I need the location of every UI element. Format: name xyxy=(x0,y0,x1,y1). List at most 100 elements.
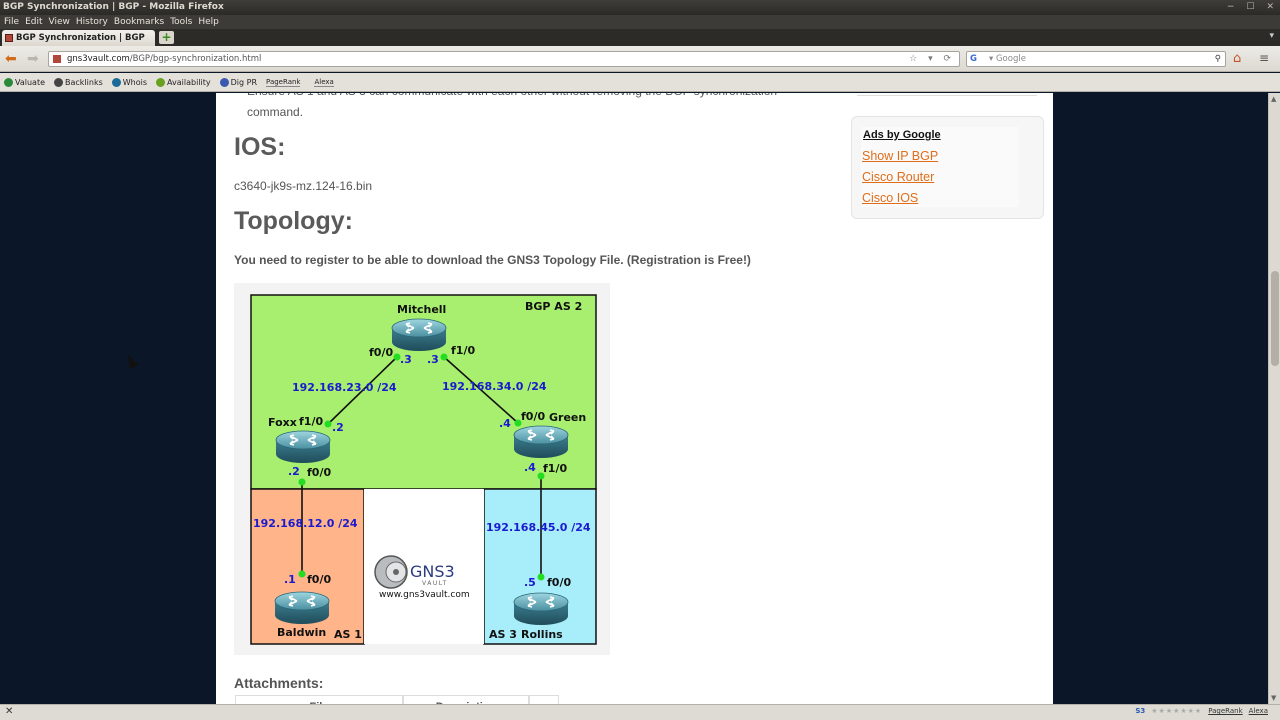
bookmark-backlinks[interactable]: Backlinks xyxy=(54,77,103,87)
window-controls: − ☐ ✕ xyxy=(1227,0,1274,15)
bookmark-pagerank[interactable]: PageRank xyxy=(266,77,301,87)
status-alexa[interactable]: Alexa xyxy=(1248,707,1268,715)
tab-active[interactable]: BGP Synchronization | BGP xyxy=(2,30,155,46)
ip-mitchell-right: .3 xyxy=(427,353,439,366)
tab-title: BGP Synchronization | BGP xyxy=(16,33,145,43)
if-foxx-top: f1/0 xyxy=(299,415,323,428)
if-rollins-top: f0/0 xyxy=(547,576,571,589)
gns3-vault-logo: GNS3 VAULT www.gns3vault.com xyxy=(374,555,470,600)
menu-history[interactable]: History xyxy=(75,17,108,27)
router-green-icon xyxy=(513,425,569,459)
register-note: You need to register to be able to downl… xyxy=(234,253,751,267)
backlinks-icon xyxy=(54,77,64,87)
ip-foxx-bottom: .2 xyxy=(288,465,300,478)
ip-green-top: .4 xyxy=(499,417,511,430)
bookmark-valuate[interactable]: Valuate xyxy=(4,77,45,87)
status-close-icon[interactable]: ✕ xyxy=(5,706,14,717)
bookmark-whois[interactable]: Whois xyxy=(111,77,148,87)
url-controls-icon[interactable]: ☆ ▾ ⟳ xyxy=(909,54,955,64)
bookmark-digpr[interactable]: Dig PR xyxy=(219,77,258,87)
minimize-icon[interactable]: − xyxy=(1226,2,1235,12)
network-23: 192.168.23.0 /24 xyxy=(292,381,397,394)
rating-stars: ★★★★★★★ xyxy=(1151,707,1203,715)
if-baldwin-top: f0/0 xyxy=(307,573,331,586)
ip-rollins-top: .5 xyxy=(524,576,536,589)
maximize-icon[interactable]: ☐ xyxy=(1246,2,1255,12)
ios-heading: IOS: xyxy=(234,133,286,161)
page-scrollbar[interactable]: ▲ ▼ xyxy=(1268,93,1280,704)
tab-bar: BGP Synchronization | BGP + ▾ xyxy=(0,29,1280,46)
mouse-cursor-icon xyxy=(123,352,139,370)
scroll-down-icon[interactable]: ▼ xyxy=(1271,694,1277,702)
scroll-up-icon[interactable]: ▲ xyxy=(1271,95,1277,103)
ad-link-cisco-router[interactable]: Cisco Router xyxy=(862,170,935,184)
menu-view[interactable]: View xyxy=(48,17,70,27)
if-green-bottom: f1/0 xyxy=(543,462,567,475)
search-engine-icon[interactable]: G xyxy=(970,54,977,64)
close-icon[interactable]: ✕ xyxy=(1266,2,1274,12)
logo-text: GNS3 xyxy=(410,562,455,581)
forward-button[interactable]: ➡ xyxy=(27,51,39,67)
menu-file[interactable]: File xyxy=(4,17,20,27)
topology-heading: Topology: xyxy=(234,207,353,235)
router-mitchell-label: Mitchell xyxy=(397,303,446,316)
ip-mitchell-left: .3 xyxy=(400,353,412,366)
if-foxx-bottom: f0/0 xyxy=(307,466,331,479)
router-baldwin-label: Baldwin xyxy=(277,626,326,639)
home-icon[interactable]: ⌂ xyxy=(1233,51,1242,66)
menu-tools[interactable]: Tools xyxy=(170,17,193,27)
menu-bookmarks[interactable]: Bookmarks xyxy=(113,17,165,27)
sidebar-divider xyxy=(857,93,1037,96)
list-all-tabs-icon[interactable]: ▾ xyxy=(1269,31,1274,41)
router-rollins-icon xyxy=(513,592,569,626)
if-mitchell-right: f1/0 xyxy=(451,344,475,357)
valuate-icon xyxy=(4,77,13,87)
availability-icon xyxy=(156,77,166,87)
bookmark-label: Whois xyxy=(122,77,148,87)
network-12: 192.168.12.0 /24 xyxy=(253,517,358,530)
attachments-table: File Description xyxy=(235,695,565,704)
page-viewport: Ensure AS 1 and AS 3 can communicate wit… xyxy=(0,93,1280,704)
router-rollins-label: Rollins xyxy=(521,628,563,641)
bookmark-label: Dig PR xyxy=(230,77,258,87)
bookmark-availability[interactable]: Availability xyxy=(156,77,211,87)
as3-area xyxy=(483,488,597,645)
menu-edit[interactable]: Edit xyxy=(25,17,43,27)
if-mitchell-left: f0/0 xyxy=(369,346,393,359)
ad-link-cisco-ios[interactable]: Cisco IOS xyxy=(862,191,919,205)
as1-label: AS 1 xyxy=(334,628,362,641)
status-pagerank[interactable]: PageRank xyxy=(1208,707,1243,715)
whois-icon xyxy=(111,77,121,87)
topology-diagram: BGP AS 2 Mitchell Foxx Green Baldwin AS … xyxy=(234,283,610,655)
new-tab-button[interactable]: + xyxy=(159,31,174,44)
menu-help[interactable]: Help xyxy=(198,17,219,27)
s3-icon[interactable]: S3 xyxy=(1135,707,1146,715)
router-baldwin-icon xyxy=(274,591,330,625)
ads-heading[interactable]: Ads by Google xyxy=(863,129,941,141)
link-mitchell-foxx xyxy=(327,356,398,425)
favicon-icon xyxy=(5,34,13,42)
search-box[interactable]: G ▾ Google ⚲ xyxy=(966,51,1226,67)
toolbar-menu-icon[interactable]: ≡ xyxy=(1259,51,1270,65)
url-bar[interactable]: gns3vault.com/BGP/bgp-synchronization.ht… xyxy=(48,51,960,67)
link-dots xyxy=(298,353,545,581)
intro-text: Ensure AS 1 and AS 3 can communicate wit… xyxy=(247,93,777,119)
topology-svg: BGP AS 2 Mitchell Foxx Green Baldwin AS … xyxy=(250,294,597,645)
status-addons: S3 ★★★★★★★ PageRank Alexa xyxy=(1135,707,1268,715)
if-green-top: f0/0 xyxy=(521,410,545,423)
scroll-thumb[interactable] xyxy=(1271,271,1279,366)
back-button[interactable]: ⬅ xyxy=(5,51,17,67)
bookmark-alexa[interactable]: Alexa xyxy=(314,77,334,87)
logo-url: www.gns3vault.com xyxy=(379,590,470,600)
logo-sub: VAULT xyxy=(422,580,448,587)
router-foxx-label: Foxx xyxy=(268,416,297,429)
site-identity-icon[interactable] xyxy=(53,55,61,63)
search-icon[interactable]: ⚲ xyxy=(1214,54,1221,64)
digpr-icon xyxy=(219,77,229,87)
search-placeholder: ▾ Google xyxy=(989,54,1026,64)
attachments-col-file: File xyxy=(235,695,403,704)
attachments-col-extra xyxy=(529,695,559,704)
status-bar: ✕ S3 ★★★★★★★ PageRank Alexa xyxy=(0,704,1280,720)
ad-link-show-ip-bgp[interactable]: Show IP BGP xyxy=(862,149,939,163)
as2-label: BGP AS 2 xyxy=(525,300,582,313)
